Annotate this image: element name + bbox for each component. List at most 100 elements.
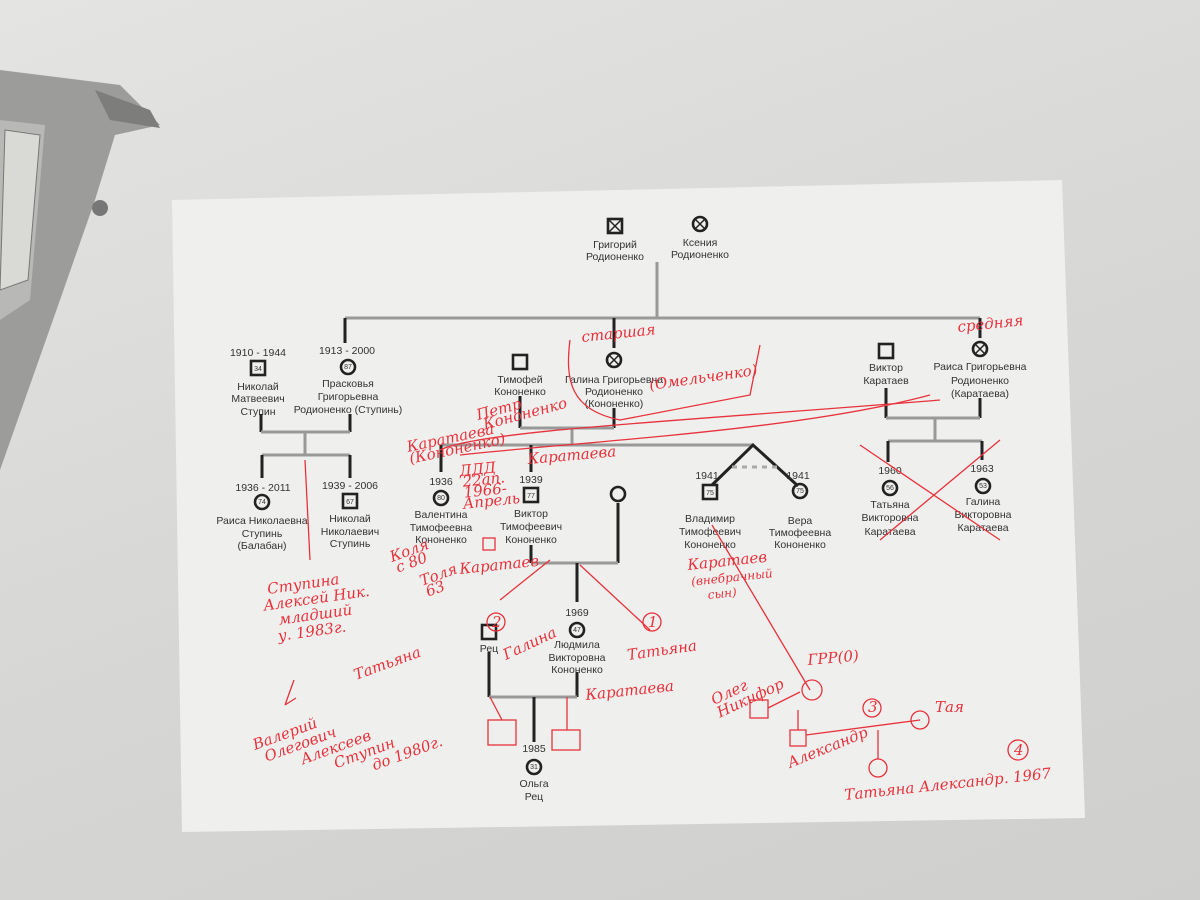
female-icon [568, 621, 586, 639]
age: 53 [979, 483, 987, 490]
note-ddd: 1966- [463, 479, 508, 501]
name-line: Кононенко [551, 664, 603, 676]
person-valentina[interactable]: 1936 80 Валентина Тимофеевна Кононенко [410, 476, 473, 546]
age: 77 [527, 493, 535, 500]
person-galina-grigorevna[interactable]: Галина Григорьевна Родионенко (Кононенко… [565, 351, 663, 410]
name-line: Виктор [869, 362, 903, 374]
name-line: Николай [237, 381, 279, 393]
name-line: Тимофеевич [500, 521, 562, 533]
name-line: Татьяна [870, 499, 909, 511]
paper-sheet [172, 180, 1085, 832]
male-icon [511, 353, 529, 371]
age: 31 [530, 764, 538, 771]
person-olga[interactable]: 1985 31 Ольга Рец [519, 743, 548, 803]
male-icon [249, 359, 267, 377]
name-line: Виктор [514, 508, 548, 520]
svg-text:ДДД22ап.1966-Апрель: ДДД22ап.1966-Апрель [458, 456, 521, 513]
note-ddd: 22ап. [461, 468, 506, 490]
years: 1985 [522, 743, 546, 755]
person-kseniya[interactable]: Ксения Родионенко [671, 215, 729, 261]
person-vladimir[interactable]: 1941 75 Владимир Тимофеевич Кононенко [679, 470, 741, 551]
female-deceased-icon [971, 340, 989, 358]
name-line: Кононенко [684, 539, 736, 551]
name-line: Кононенко [494, 386, 546, 398]
female-deceased-icon [691, 215, 709, 233]
name-line: Ступинь [330, 538, 371, 550]
name-line: Тимофеевна [769, 527, 832, 539]
name-line: (Каратаева) [951, 388, 1009, 400]
person-nikolay-nikolaevich[interactable]: 1939 - 2006 67 Николай Николаевич Ступин… [321, 480, 380, 550]
age: 87 [344, 364, 352, 371]
female-icon [339, 358, 357, 376]
spouse-unknown-female-icon [609, 485, 627, 503]
name-line: Родионенко [586, 251, 644, 263]
name-line: Людмила [554, 639, 600, 651]
name-line: Ступинь [242, 528, 283, 540]
age: 75 [796, 488, 804, 495]
name-line: (Кононенко) [585, 398, 644, 410]
female-icon [791, 482, 809, 500]
years: 1910 - 1944 [230, 347, 286, 359]
name-line: Рец [480, 643, 498, 655]
name-line: Галина Григорьевна [565, 374, 663, 386]
male-icon [522, 486, 540, 504]
name-line: Каратаев [863, 375, 909, 387]
person-viktor-timofeevich[interactable]: 1939 77 Виктор Тимофеевич Кононенко [500, 474, 562, 546]
name-line: Родионенко [951, 375, 1009, 387]
years: 1939 [519, 474, 543, 486]
female-icon [881, 479, 899, 497]
years: 1913 - 2000 [319, 345, 375, 357]
person-raisa-grigorevna[interactable]: Раиса Григорьевна Родионенко (Каратаева) [934, 340, 1027, 400]
years: 1941 [786, 470, 810, 482]
caliper-tool [0, 70, 160, 470]
years: 1963 [970, 463, 994, 475]
name-line: Николай [329, 513, 371, 525]
note-number-4: 4 [1013, 741, 1024, 759]
name-line: Валентина [415, 509, 468, 521]
name-line: Николаевич [321, 526, 380, 538]
name-line: Раиса Николаевна [216, 515, 307, 527]
note-grr: ГРР(0) [806, 647, 860, 670]
person-rets[interactable]: Рец [480, 623, 498, 655]
person-raisa-nikolaevna[interactable]: 1936 - 2011 74 Раиса Николаевна Ступинь … [216, 482, 307, 552]
name-line: Тимофей [497, 374, 542, 386]
name-line: Родионенко [671, 249, 729, 261]
person-grigoriy[interactable]: Григорий Родионенко [586, 217, 644, 263]
age: 75 [706, 490, 714, 497]
years: 1969 [565, 607, 589, 619]
years: 1941 [695, 470, 719, 482]
years: 1936 [429, 476, 453, 488]
name-line: Кононенко [505, 534, 557, 546]
person-praskovya[interactable]: 1913 - 2000 87 Прасковья Григорьевна Род… [294, 345, 402, 416]
name-line: Ольга [519, 778, 548, 790]
person-lyudmila[interactable]: 1969 47 Людмила Викторовна Кононенко [548, 607, 605, 676]
note-karataev-vneb: сын) [707, 585, 738, 602]
name-line: (Балабан) [237, 540, 286, 552]
age: 80 [437, 495, 445, 502]
person-nikolay-matveevich[interactable]: 1910 - 1944 34 Николай Матвеевич Ступин [230, 347, 286, 418]
female-deceased-icon [605, 351, 623, 369]
name-line: Кононенко [415, 534, 467, 546]
years: 1960 [878, 465, 902, 477]
person-vera[interactable]: 1941 75 Вера Тимофеевна Кононенко [769, 470, 832, 551]
age: 67 [346, 499, 354, 506]
male-icon [480, 623, 498, 641]
name-line: Матвеевич [231, 393, 284, 405]
age: 74 [258, 499, 266, 506]
person-tatyana-viktorovna[interactable]: 1960 56 Татьяна Викторовна Каратаева [861, 465, 918, 538]
note-number-3: 3 [868, 698, 878, 716]
person-viktor-karataev[interactable]: Виктор Каратаев [863, 342, 909, 387]
name-line: Раиса Григорьевна [934, 361, 1027, 373]
note-ddd: Апрель [461, 489, 521, 513]
name-line: Григорьевна [318, 391, 379, 403]
person-timofey[interactable]: Тимофей Кононенко [494, 353, 546, 398]
male-icon [341, 492, 359, 510]
name-line: Галина [966, 496, 1001, 508]
female-icon [253, 493, 271, 511]
male-icon [701, 483, 719, 501]
years: 1939 - 2006 [322, 480, 378, 492]
note-number-1: 1 [648, 613, 658, 631]
age: 56 [886, 485, 894, 492]
name-line: Прасковья [322, 378, 374, 390]
